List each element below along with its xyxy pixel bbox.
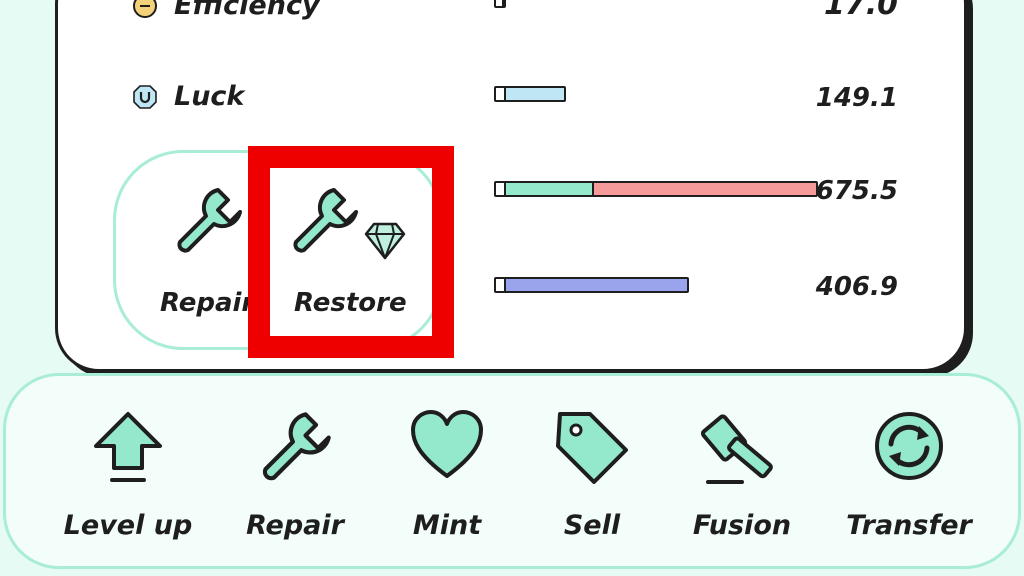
stat-value-efficiency: 17.0 bbox=[823, 0, 898, 22]
nav-label: Mint bbox=[412, 510, 482, 541]
transfer-icon bbox=[875, 412, 943, 480]
nav-fusion-button[interactable]: Fusion bbox=[667, 376, 817, 572]
restore-label: Restore bbox=[294, 288, 407, 318]
repair-label: Repair bbox=[160, 288, 255, 318]
repair-action-button[interactable]: Repair bbox=[150, 180, 260, 330]
stat-efficiency: Efficiency bbox=[132, 0, 320, 19]
nav-label: Fusion bbox=[692, 510, 792, 541]
nav-label: Sell bbox=[563, 510, 621, 541]
wrench-icon bbox=[262, 412, 331, 481]
bottom-action-bar: Level up Repair Mint Sell Fusion bbox=[3, 373, 1021, 569]
nav-sell-button[interactable]: Sell bbox=[517, 376, 667, 572]
nav-label: Level up bbox=[63, 510, 193, 541]
durability-value: 675.5 bbox=[815, 176, 898, 206]
durability-bar bbox=[494, 181, 818, 197]
nav-label: Repair bbox=[246, 510, 344, 541]
resilience-value: 406.9 bbox=[815, 272, 898, 302]
stat-label: Efficiency bbox=[174, 0, 320, 21]
efficiency-icon bbox=[133, 0, 157, 18]
wrench-icon bbox=[177, 188, 242, 253]
level-up-arrow-icon bbox=[94, 412, 162, 482]
wrench-icon bbox=[293, 188, 358, 253]
nav-repair-button[interactable]: Repair bbox=[220, 376, 370, 572]
stat-luck: Luck bbox=[132, 83, 244, 110]
nav-level-up-button[interactable]: Level up bbox=[53, 376, 203, 572]
nav-label: Transfer bbox=[846, 510, 972, 541]
resilience-bar bbox=[494, 277, 689, 293]
stat-value-luck: 149.1 bbox=[815, 83, 898, 113]
stat-label: Luck bbox=[174, 81, 245, 112]
efficiency-bar bbox=[494, 0, 506, 8]
luck-bar bbox=[494, 86, 566, 102]
price-tag-icon bbox=[556, 412, 628, 484]
nav-transfer-button[interactable]: Transfer bbox=[829, 376, 989, 572]
restore-action-button[interactable]: Restore bbox=[280, 180, 430, 330]
heart-icon bbox=[411, 410, 483, 478]
luck-icon bbox=[133, 84, 157, 109]
gem-icon bbox=[364, 222, 406, 260]
nav-mint-button[interactable]: Mint bbox=[372, 376, 522, 572]
hammer-icon bbox=[700, 414, 773, 484]
